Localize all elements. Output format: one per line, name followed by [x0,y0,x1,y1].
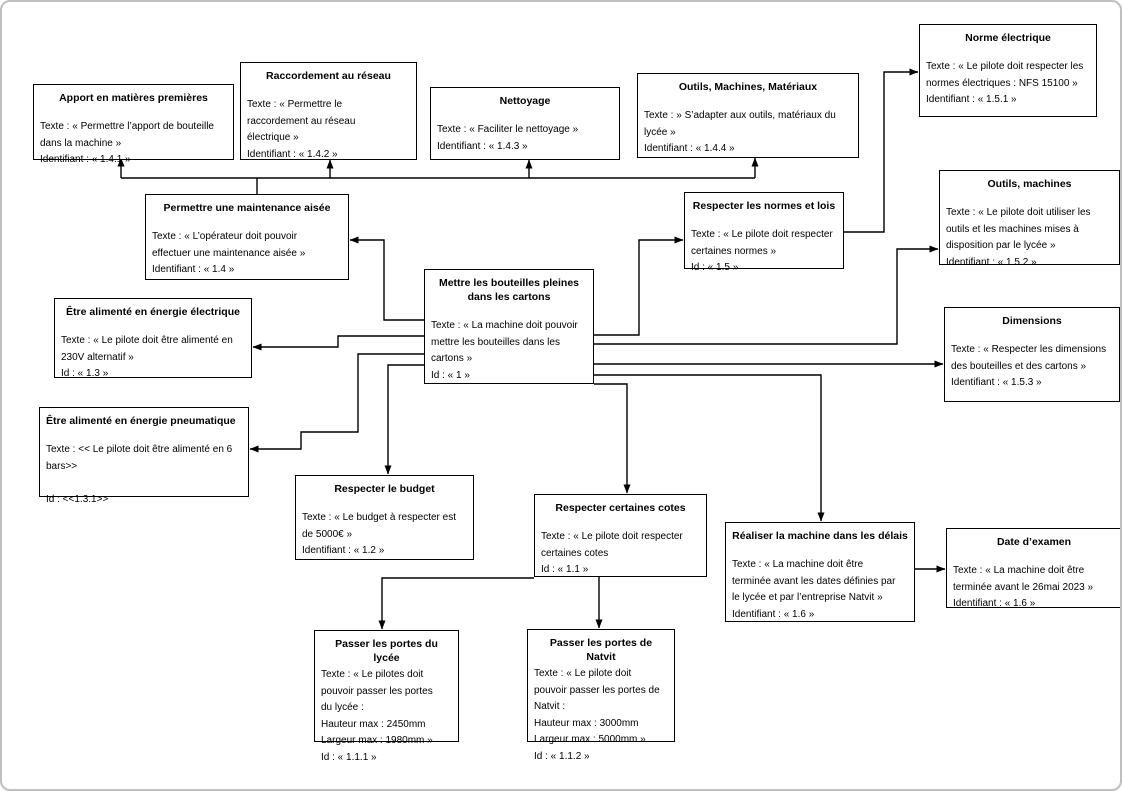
box-title: Passer les portes de Natvit [549,637,655,663]
box-body: Texte : « La machine doit être terminée … [953,565,1094,609]
box-title: Date d’examen [996,536,1072,548]
box-date-examen: Date d’examen Texte : « La machine doit … [946,528,1120,609]
box-body: Texte : « Le pilote doit être alimenté e… [61,335,233,379]
box-title: Passer les portes du lycée [335,638,441,664]
box-body: Texte : « La machine doit pouvoir mettre… [431,320,578,381]
box-title: Respecter le budget [334,483,435,495]
box-body: Texte : « Respecter les dimensions des b… [951,344,1107,388]
box-title: Être alimenté en énergie pneumatique [46,415,236,427]
connector-1-to-1-2 [384,364,424,475]
box-body: Texte : « Le pilote doit pouvoir passer … [534,668,660,762]
box-apport-matieres-premieres: Apport en matières premières Texte : « P… [33,84,234,165]
box-title: Outils, machines [987,178,1072,190]
box-respecter-normes-lois: Respecter les normes et lois Texte : « L… [684,192,844,273]
box-body: Texte : « Le pilote doit respecter les n… [926,61,1084,105]
connector-1-to-1-4 [349,236,424,321]
box-mettre-bouteilles-cartons: Mettre les bouteilles pleines dans les c… [424,269,594,384]
box-body: Texte : « Le pilote doit respecter certa… [691,229,833,273]
box-raccordement-au-reseau: Raccordement au réseau Texte : « Permett… [240,62,417,160]
box-body: Texte : « Le pilote doit utiliser les ou… [946,207,1091,268]
box-title: Réaliser la machine dans les délais [732,530,908,542]
box-dimensions: Dimensions Texte : « Respecter les dimen… [944,307,1120,402]
box-title: Apport en matières premières [59,92,208,104]
box-body: Texte : « Le budget à respecter est de 5… [302,512,456,556]
box-realiser-machine-delais: Réaliser la machine dans les délais Text… [725,522,915,622]
box-body: Texte : « Le pilotes doit pouvoir passer… [321,669,433,763]
box-title: Raccordement au réseau [266,70,391,82]
box-body: Texte : « Faciliter le nettoyage » Ident… [437,124,579,152]
box-title: Mettre les bouteilles pleines dans les c… [438,277,580,303]
box-body: Texte : « Permettre l’apport de bouteill… [40,121,214,165]
box-respecter-certaines-cotes: Respecter certaines cotes Texte : « Le p… [534,494,707,577]
box-energie-pneumatique: Être alimenté en énergie pneumatique Tex… [39,407,249,505]
box-nettoyage: Nettoyage Texte : « Faciliter le nettoya… [430,87,620,160]
box-title: Permettre une maintenance aisée [163,202,331,214]
box-maintenance-aisee: Permettre une maintenance aisée Texte : … [145,194,349,280]
box-body: Texte : « L’opérateur doit pouvoir effec… [152,231,306,275]
connector-1-1-to-1-1-1 [378,577,534,630]
connector-1-to-1-1 [594,383,631,494]
box-body: Texte : << Le pilote doit être alimenté … [46,444,233,505]
connector-1-to-1-5 [594,236,684,336]
connector-1-to-1-3 [252,335,424,351]
box-body: Texte : « Le pilote doit respecter certa… [541,531,683,575]
box-norme-electrique: Norme électrique Texte : « Le pilote doi… [919,24,1097,117]
box-outils-machines-materiaux: Outils, Machines, Matériaux Texte : » S’… [637,73,859,158]
box-body: Texte : » S’adapter aux outils, matériau… [644,110,836,154]
box-title: Outils, Machines, Matériaux [678,81,818,93]
box-respecter-budget: Respecter le budget Texte : « Le budget … [295,475,474,560]
box-title: Être alimenté en énergie électrique [66,306,240,318]
box-title: Respecter certaines cotes [555,502,686,514]
box-body: Texte : « La machine doit être terminée … [732,559,896,620]
box-energie-electrique: Être alimenté en énergie électrique Text… [54,298,252,379]
connector-1-to-1-3-1 [249,353,424,453]
box-title: Dimensions [1002,315,1062,327]
box-title: Nettoyage [499,95,551,107]
box-body: Texte : « Permettre le raccordement au r… [247,99,356,160]
box-title: Norme électrique [965,32,1051,44]
box-passer-portes-lycee: Passer les portes du lycée Texte : « Le … [314,630,459,763]
box-outils-machines: Outils, machines Texte : « Le pilote doi… [939,170,1120,268]
box-title: Respecter les normes et lois [692,200,836,212]
box-passer-portes-natvit: Passer les portes de Natvit Texte : « Le… [527,629,675,762]
